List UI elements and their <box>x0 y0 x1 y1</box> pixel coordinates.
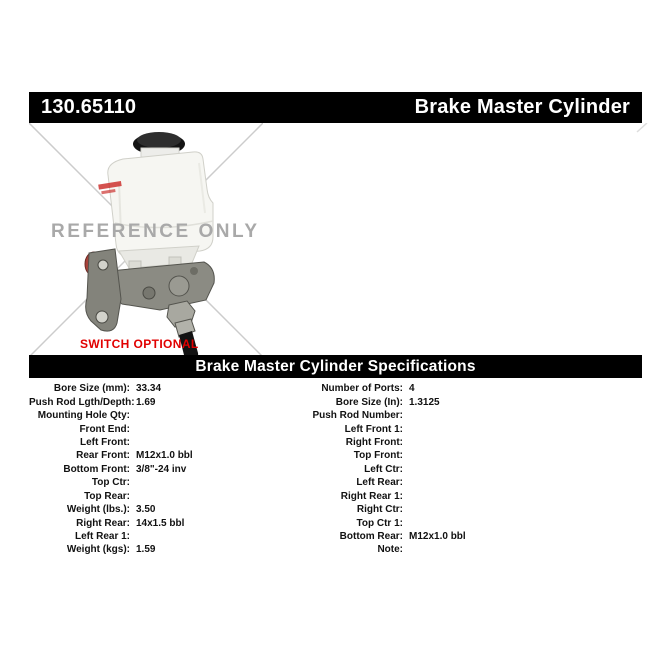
spec-row: Right Rear: 14x1.5 bbl <box>29 516 329 529</box>
spec-column-left: Bore Size (mm): 33.34 Push Rod Lgth/Dept… <box>29 382 329 557</box>
spec-row: Weight (kgs): 1.59 <box>29 543 329 556</box>
spec-label: Right Ctr: <box>356 504 403 516</box>
watermark-tick <box>636 123 648 133</box>
spec-label: Left Rear 1: <box>74 531 130 543</box>
spec-label: Left Front 1: <box>344 423 403 435</box>
reservoir-icon <box>107 151 214 276</box>
spec-value: M12x1.0 bbl <box>136 450 193 462</box>
spec-row: Push Rod Lgth/Depth: 1.69 <box>29 395 329 408</box>
spec-row: Left Rear 1: <box>29 530 329 543</box>
spec-label: Top Ctr 1: <box>356 517 403 529</box>
spec-value: 3.50 <box>136 504 156 516</box>
cylinder-body-icon <box>108 261 215 311</box>
spec-value: 1.69 <box>136 396 156 408</box>
spec-row: Left Front: <box>29 436 329 449</box>
mounting-flange-icon <box>85 248 122 332</box>
spec-section-header: Brake Master Cylinder Specifications <box>29 355 642 378</box>
spec-value: 1.59 <box>136 544 156 556</box>
switch-optional-note: SWITCH OPTIONAL <box>80 337 199 351</box>
spec-row: Top Front: <box>302 449 602 462</box>
spec-label: Left Rear: <box>356 477 403 489</box>
spec-value: 3/8"-24 inv <box>136 463 187 475</box>
spec-label: Weight (lbs.): <box>66 504 130 516</box>
spec-label: Front End: <box>79 423 130 435</box>
spec-row: Right Front: <box>302 436 602 449</box>
spec-label: Number of Ports: <box>321 383 403 395</box>
spec-label: Bore Size (In): <box>335 396 403 408</box>
spec-label: Top Ctr: <box>91 477 130 489</box>
brand-sticker <box>98 181 122 195</box>
spec-row: Right Rear 1: <box>302 490 602 503</box>
spec-row: Front End: <box>29 422 329 435</box>
spec-row: Top Ctr 1: <box>302 516 602 529</box>
title-bar: 130.65110 Brake Master Cylinder <box>29 92 642 123</box>
spec-label: Bore Size (mm): <box>53 383 130 395</box>
spec-label: Push Rod Number: <box>312 410 403 422</box>
spec-row: Push Rod Number: <box>302 409 602 422</box>
spec-row: Bottom Rear: M12x1.0 bbl <box>302 530 602 543</box>
spec-label: Top Front: <box>353 450 403 462</box>
spec-value: 1.3125 <box>409 396 440 408</box>
spec-row: Note: <box>302 543 602 556</box>
part-number: 130.65110 <box>41 96 137 118</box>
spec-row: Left Rear: <box>302 476 602 489</box>
spec-label: Right Front: <box>345 436 403 448</box>
spec-label: Top Rear: <box>84 490 130 502</box>
product-illustration <box>29 123 263 357</box>
spec-row: Bore Size (In): 1.3125 <box>302 395 602 408</box>
spec-value: M12x1.0 bbl <box>409 531 466 543</box>
spec-label: Mounting Hole Qty: <box>37 410 130 422</box>
master-cylinder-drawing <box>84 132 215 357</box>
product-photo: REFERENCE ONLY SWITCH OPTIONAL <box>29 123 263 357</box>
spec-label: Bottom Front: <box>63 463 130 475</box>
spec-row: Left Front 1: <box>302 422 602 435</box>
reservoir-cap-icon <box>133 132 185 158</box>
spec-label: Rear Front: <box>76 450 130 462</box>
spec-row: Bottom Front: 3/8"-24 inv <box>29 463 329 476</box>
spec-row: Mounting Hole Qty: <box>29 409 329 422</box>
spec-label: Right Rear 1: <box>340 490 403 502</box>
spec-row: Top Ctr: <box>29 476 329 489</box>
spec-label: Right Rear: <box>76 517 130 529</box>
spec-row: Left Ctr: <box>302 463 602 476</box>
spec-value: 4 <box>409 383 415 395</box>
spec-label: Note: <box>377 544 403 556</box>
spec-row: Top Rear: <box>29 490 329 503</box>
spec-value: 14x1.5 bbl <box>136 517 185 529</box>
spec-row: Number of Ports: 4 <box>302 382 602 395</box>
spec-label: Left Ctr: <box>364 463 403 475</box>
spec-section-title: Brake Master Cylinder Specifications <box>195 357 476 375</box>
spec-label: Bottom Rear: <box>339 531 403 543</box>
spec-value: 33.34 <box>136 383 162 395</box>
spec-label: Weight (kgs): <box>66 544 130 556</box>
spec-row: Right Ctr: <box>302 503 602 516</box>
spec-column-right: Number of Ports: 4 Bore Size (In): 1.312… <box>302 382 602 557</box>
spec-label: Left Front: <box>80 436 130 448</box>
spec-row: Bore Size (mm): 33.34 <box>29 382 329 395</box>
spec-row: Weight (lbs.): 3.50 <box>29 503 329 516</box>
spec-label: Push Rod Lgth/Depth: <box>29 396 135 408</box>
spec-row: Rear Front: M12x1.0 bbl <box>29 449 329 462</box>
product-name: Brake Master Cylinder <box>414 96 630 118</box>
outlet-fitting-icon <box>166 300 199 357</box>
reference-only-watermark: REFERENCE ONLY <box>51 221 260 242</box>
